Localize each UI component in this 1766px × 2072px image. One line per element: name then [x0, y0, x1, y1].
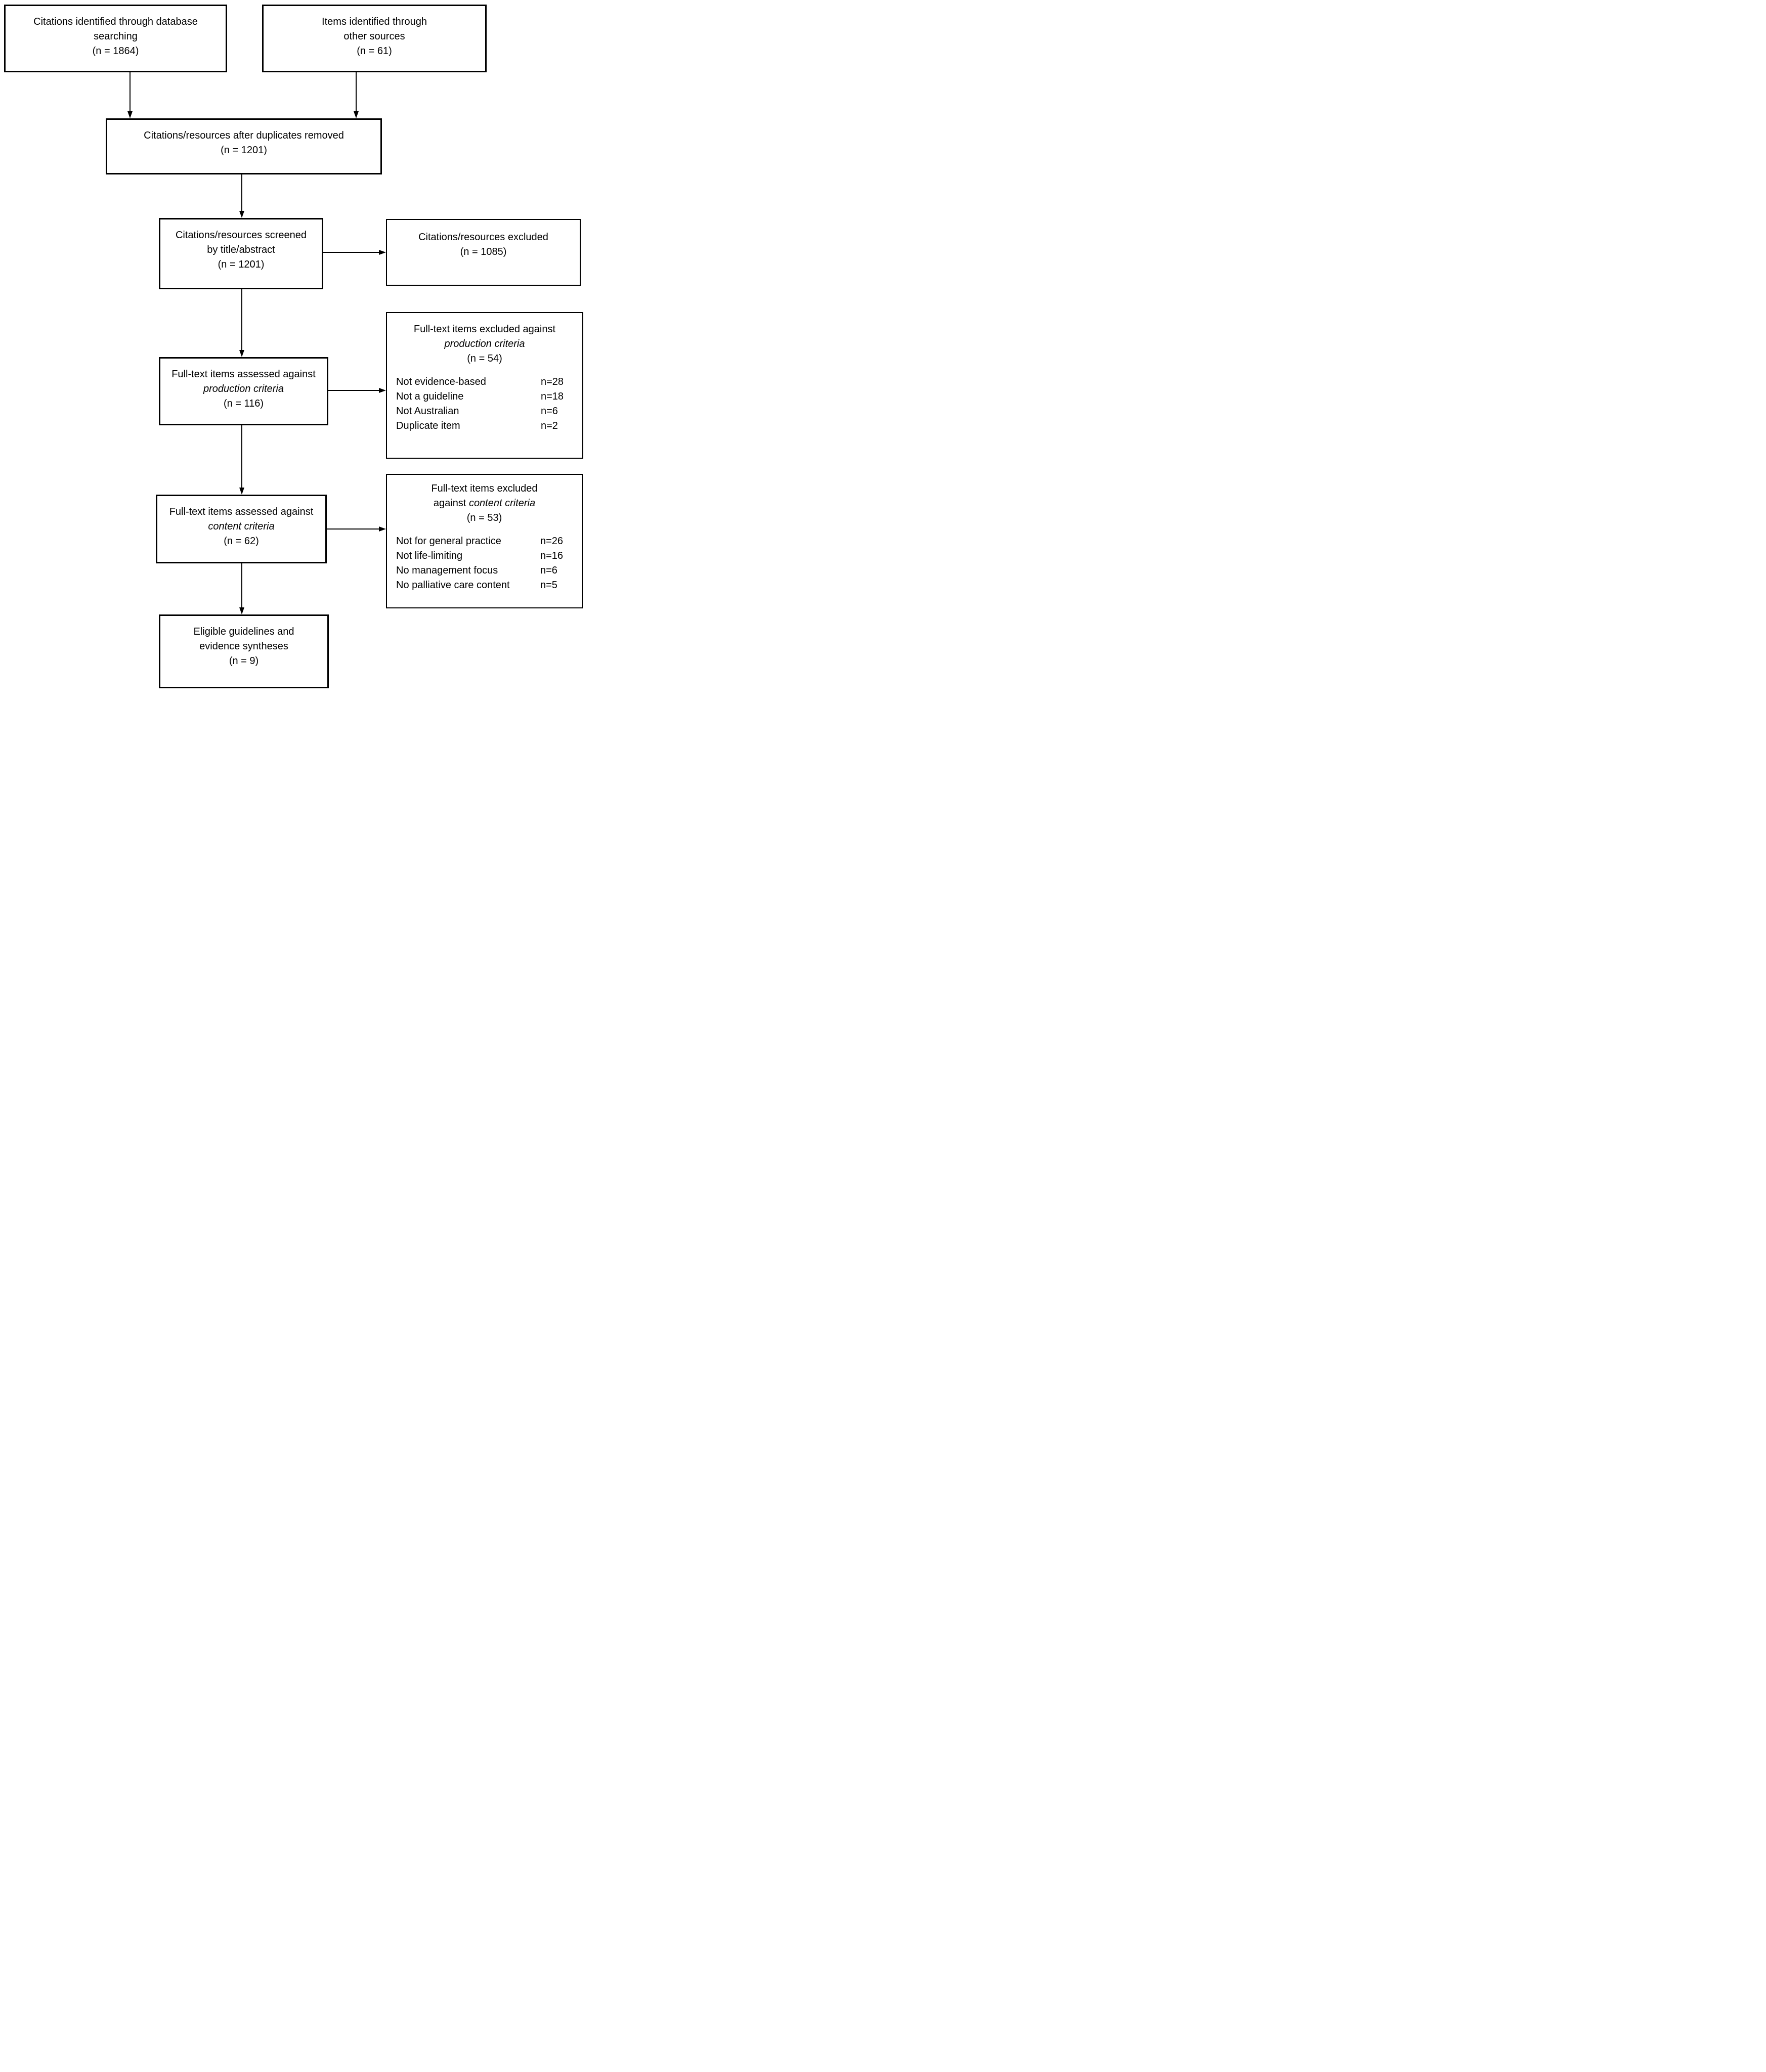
node-count: (n = 53)	[466, 512, 502, 523]
reason-count: n=18	[541, 391, 564, 402]
node-assessed-production-criteria: Full-text items assessed against product…	[159, 357, 328, 425]
node-text-line: Full-text items assessed against	[169, 506, 314, 517]
node-count: (n = 61)	[357, 46, 392, 57]
node-text-line: Items identified through	[322, 16, 427, 27]
reason-label: Not for general practice	[396, 536, 501, 547]
arrow-content-to-eligible-head	[239, 607, 244, 614]
arrow-screened-to-excluded-line	[323, 252, 380, 253]
node-text-line: evidence syntheses	[199, 641, 288, 652]
exclusion-reason-row: No management focus n=6	[387, 563, 582, 578]
node-excluded-content-criteria: Full-text items excluded against content…	[386, 474, 583, 608]
arrow-production-to-content-head	[239, 488, 244, 495]
node-text-line: content criteria	[208, 521, 275, 532]
reason-label: No management focus	[396, 565, 498, 576]
exclusion-reason-row: Not life-limiting n=16	[387, 549, 582, 563]
reason-label: Not life-limiting	[396, 550, 463, 561]
reason-count: n=2	[541, 420, 558, 431]
node-assessed-content-criteria: Full-text items assessed against content…	[156, 495, 327, 563]
arrow-db-to-dedup-line	[130, 72, 131, 112]
reason-label: Duplicate item	[396, 420, 460, 431]
node-text-line: Citations/resources after duplicates rem…	[144, 130, 344, 141]
node-count: (n = 62)	[224, 536, 259, 547]
prisma-flow-diagram: Citations identified through database se…	[0, 0, 589, 691]
node-count: (n = 1201)	[218, 259, 265, 270]
node-count: (n = 1085)	[460, 246, 507, 257]
arrow-screened-to-excluded-head	[379, 250, 386, 255]
reason-count: n=6	[540, 565, 557, 576]
node-text-line: other sources	[343, 31, 405, 42]
node-text-line: production criteria	[203, 383, 284, 394]
arrow-screened-to-production-head	[239, 350, 244, 357]
node-identified-database: Citations identified through database se…	[4, 5, 227, 72]
node-text-line: by title/abstract	[207, 244, 275, 255]
exclusion-reasons-list: Not evidence-based n=28 Not a guideline …	[387, 375, 582, 433]
exclusion-reason-row: Not a guideline n=18	[387, 389, 582, 404]
node-screened-title-abstract: Citations/resources screened by title/ab…	[159, 218, 323, 289]
arrow-production-to-excluded-head	[379, 388, 386, 393]
exclusion-reason-row: Not Australian n=6	[387, 404, 582, 419]
node-text-line: Full-text items excluded	[431, 483, 538, 494]
reason-label: Not a guideline	[396, 391, 464, 402]
arrow-other-to-dedup-head	[354, 111, 359, 118]
node-eligible-guidelines: Eligible guidelines and evidence synthes…	[159, 614, 329, 688]
exclusion-reason-row: Not for general practice n=26	[387, 534, 582, 549]
node-count: (n = 116)	[223, 398, 264, 409]
arrow-db-to-dedup-head	[127, 111, 133, 118]
arrow-dedup-to-screened-line	[241, 174, 242, 211]
reason-count: n=5	[540, 580, 557, 591]
node-count: (n = 54)	[467, 353, 502, 364]
arrow-dedup-to-screened-head	[239, 211, 244, 218]
node-count: (n = 1201)	[221, 145, 267, 156]
arrow-other-to-dedup-line	[356, 72, 357, 112]
arrow-production-to-excluded-line	[328, 390, 380, 391]
reason-label: No palliative care content	[396, 580, 510, 591]
node-text-line: Full-text items assessed against	[171, 369, 316, 380]
arrow-content-to-eligible-line	[241, 563, 242, 608]
exclusion-reason-row: No palliative care content n=5	[387, 578, 582, 593]
node-text-line: production criteria	[444, 338, 525, 349]
node-text-line: Eligible guidelines and	[193, 626, 294, 637]
node-after-duplicates-removed: Citations/resources after duplicates rem…	[106, 118, 382, 174]
node-text-line: Citations/resources screened	[175, 230, 307, 241]
reason-count: n=6	[541, 406, 558, 417]
node-identified-other-sources: Items identified through other sources (…	[262, 5, 487, 72]
node-excluded-production-criteria: Full-text items excluded against product…	[386, 312, 583, 459]
arrow-production-to-content-line	[241, 425, 242, 488]
node-count: (n = 1864)	[92, 46, 139, 57]
node-text-line: Citations identified through database	[33, 16, 198, 27]
exclusion-reason-row: Duplicate item n=2	[387, 419, 582, 433]
arrow-screened-to-production-line	[241, 289, 242, 350]
reason-label: Not Australian	[396, 406, 459, 417]
exclusion-reason-row: Not evidence-based n=28	[387, 375, 582, 389]
reason-count: n=28	[541, 376, 564, 387]
reason-label: Not evidence-based	[396, 376, 486, 387]
node-count: (n = 9)	[229, 655, 259, 667]
arrow-content-to-excluded-head	[379, 526, 386, 532]
node-text-line: against content criteria	[433, 498, 536, 509]
reason-count: n=16	[540, 550, 564, 561]
node-text-line: searching	[94, 31, 138, 42]
node-text-line: Citations/resources excluded	[418, 232, 548, 243]
reason-count: n=26	[540, 536, 564, 547]
exclusion-reasons-list: Not for general practice n=26 Not life-l…	[387, 534, 582, 593]
node-text-line: Full-text items excluded against	[413, 324, 556, 335]
arrow-content-to-excluded-line	[327, 528, 380, 530]
node-excluded-screening: Citations/resources excluded (n = 1085)	[386, 219, 581, 286]
